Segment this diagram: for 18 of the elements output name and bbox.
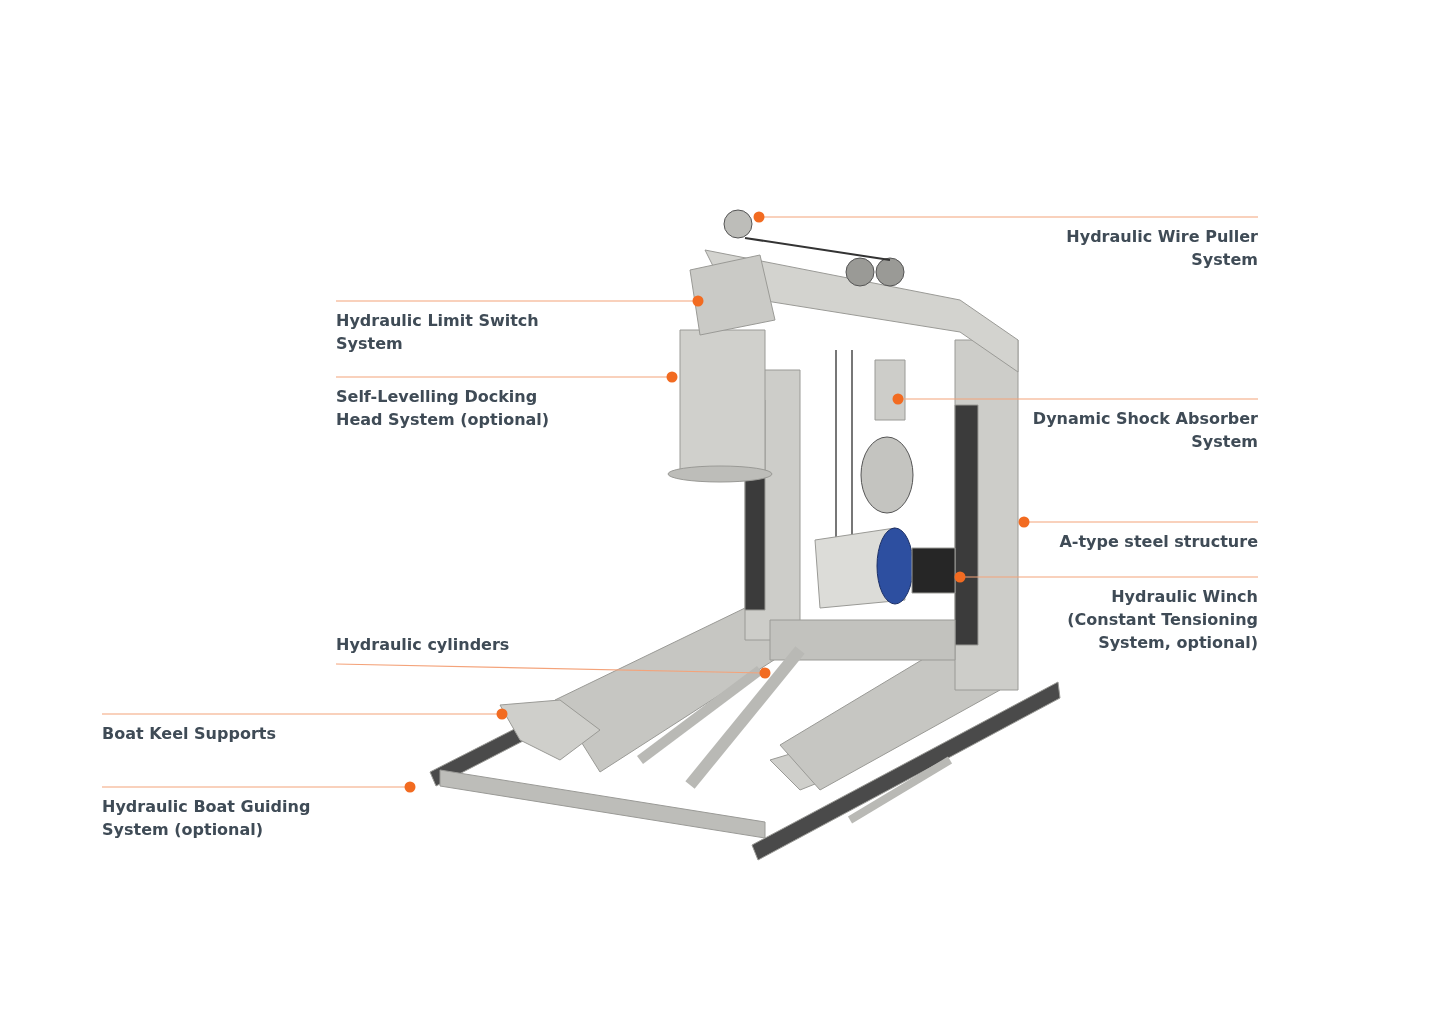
part-label: A-type steel structure (1058, 531, 1258, 553)
leader-line (1018, 516, 1259, 528)
part-label: Hydraulic cylinders (336, 634, 511, 656)
part-label: Hydraulic Boat Guiding System (optional) (102, 796, 312, 841)
part-label: Dynamic Shock Absorber System (1031, 408, 1258, 453)
leader-line (335, 371, 678, 383)
leader-line (101, 781, 416, 793)
leader-line (892, 393, 1259, 405)
part-label: Boat Keel Supports (102, 723, 277, 745)
part-label: Hydraulic Winch (Constant Tensioning System, optional) (1066, 586, 1258, 654)
part-label: Hydraulic Limit Switch System (336, 310, 540, 355)
leader-line (954, 571, 1259, 583)
leader-line (335, 295, 704, 307)
leader-line (101, 708, 508, 720)
part-label: Self-Levelling Docking Head System (optional) (336, 386, 551, 431)
leader-line (335, 663, 771, 679)
leader-line (753, 211, 1259, 223)
part-label: Hydraulic Wire Puller System (1065, 226, 1258, 271)
